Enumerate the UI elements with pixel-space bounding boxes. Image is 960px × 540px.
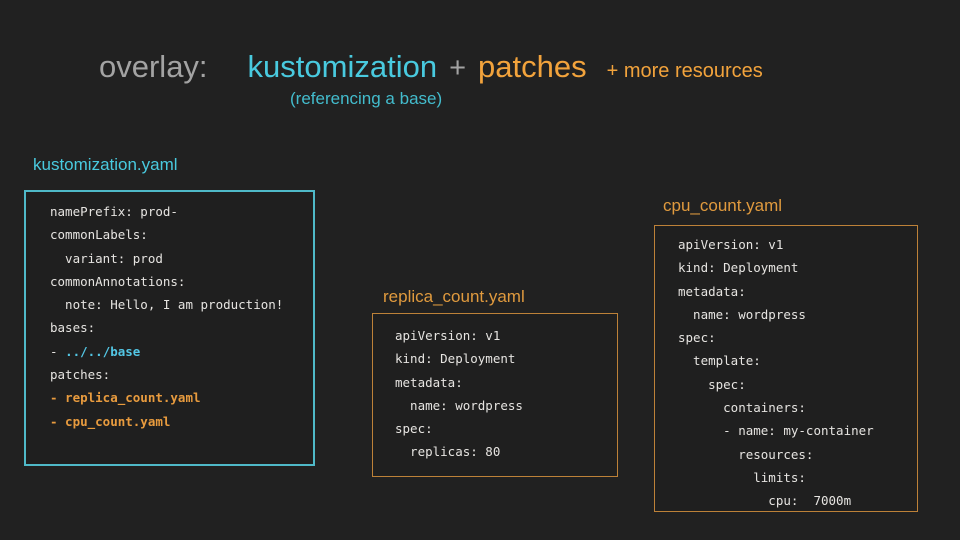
code-line: apiVersion: v1: [678, 233, 917, 256]
code-line: spec:: [678, 326, 917, 349]
code-line: variant: prod: [50, 247, 313, 270]
code-text: commonLabels:: [50, 227, 148, 243]
code-text: spec:: [395, 421, 433, 437]
title-more-resources: + more resources: [606, 60, 763, 82]
code-line: spec:: [395, 417, 617, 440]
code-line: - replica_count.yaml: [50, 386, 313, 409]
code-line: namePrefix: prod-: [50, 200, 313, 223]
code-text: - name: my-container: [678, 423, 874, 439]
code-line: replicas: 80: [395, 440, 617, 463]
code-line: kind: Deployment: [395, 347, 617, 370]
code-line: commonLabels:: [50, 223, 313, 246]
code-line: - cpu_count.yaml: [50, 410, 313, 433]
code-text: replicas: 80: [395, 444, 501, 460]
code-text: patches:: [50, 367, 111, 383]
code-text: commonAnnotations:: [50, 273, 186, 289]
code-line: resources:: [678, 443, 917, 466]
code-text: resources:: [678, 446, 814, 462]
title-kustomization-word: kustomization: [247, 49, 438, 84]
code-line: commonAnnotations:: [50, 270, 313, 293]
code-line: apiVersion: v1: [395, 324, 617, 347]
code-line: metadata:: [395, 371, 617, 394]
code-text: containers:: [678, 400, 806, 416]
code-text: name: wordpress: [678, 306, 806, 322]
code-text: template:: [678, 353, 761, 369]
code-text: apiVersion: v1: [395, 328, 501, 343]
code-text: note: Hello, I am production!: [50, 297, 284, 313]
title-plus-sign: +: [449, 52, 467, 84]
code-text: spec:: [678, 330, 716, 346]
title-patches-word: patches: [478, 49, 587, 84]
code-line: bases:: [50, 316, 313, 339]
code-text: name: wordpress: [395, 397, 523, 413]
code-text: spec:: [678, 376, 746, 392]
title-overlay-label: overlay:: [99, 49, 208, 84]
code-line: - name: my-container: [678, 419, 917, 442]
title-subtitle: (referencing a base): [290, 89, 443, 108]
code-line: metadata:: [678, 280, 917, 303]
file-label-replica-count-yaml: replica_count.yaml: [383, 287, 525, 306]
file-label-cpu-count-yaml: cpu_count.yaml: [663, 196, 783, 215]
code-text: metadata:: [678, 283, 746, 299]
code-line: kind: Deployment: [678, 256, 917, 279]
code-highlight: - cpu_count.yaml: [50, 413, 171, 429]
code-content: namePrefix: prod-commonLabels: variant: …: [26, 192, 313, 433]
code-line: spec:: [678, 373, 917, 396]
code-line: template:: [678, 349, 917, 372]
code-text: -: [50, 343, 66, 359]
code-line: containers:: [678, 396, 917, 419]
code-text: cpu: 7000m: [678, 493, 852, 509]
code-line: name: wordpress: [395, 394, 617, 417]
slide-title: overlay: kustomization + patches + more …: [99, 51, 763, 83]
code-line: note: Hello, I am production!: [50, 293, 313, 316]
code-text: kind: Deployment: [395, 351, 516, 367]
code-text: bases:: [50, 320, 96, 336]
code-line: cpu: 7000m: [678, 489, 917, 512]
code-text: variant: prod: [50, 250, 163, 266]
code-text: kind: Deployment: [678, 260, 799, 276]
code-highlight: - replica_count.yaml: [50, 390, 201, 406]
code-line: name: wordpress: [678, 303, 917, 326]
code-box-kustomization-yaml: namePrefix: prod-commonLabels: variant: …: [24, 190, 315, 466]
code-text: metadata:: [395, 374, 463, 390]
code-line: limits:: [678, 466, 917, 489]
code-line: patches:: [50, 363, 313, 386]
code-line: - ../../base: [50, 340, 313, 363]
code-text: apiVersion: v1: [678, 237, 784, 252]
code-text: limits:: [678, 469, 806, 485]
code-text: namePrefix: prod-: [50, 204, 178, 219]
code-highlight: ../../base: [65, 343, 141, 359]
file-label-kustomization-yaml: kustomization.yaml: [33, 155, 178, 174]
